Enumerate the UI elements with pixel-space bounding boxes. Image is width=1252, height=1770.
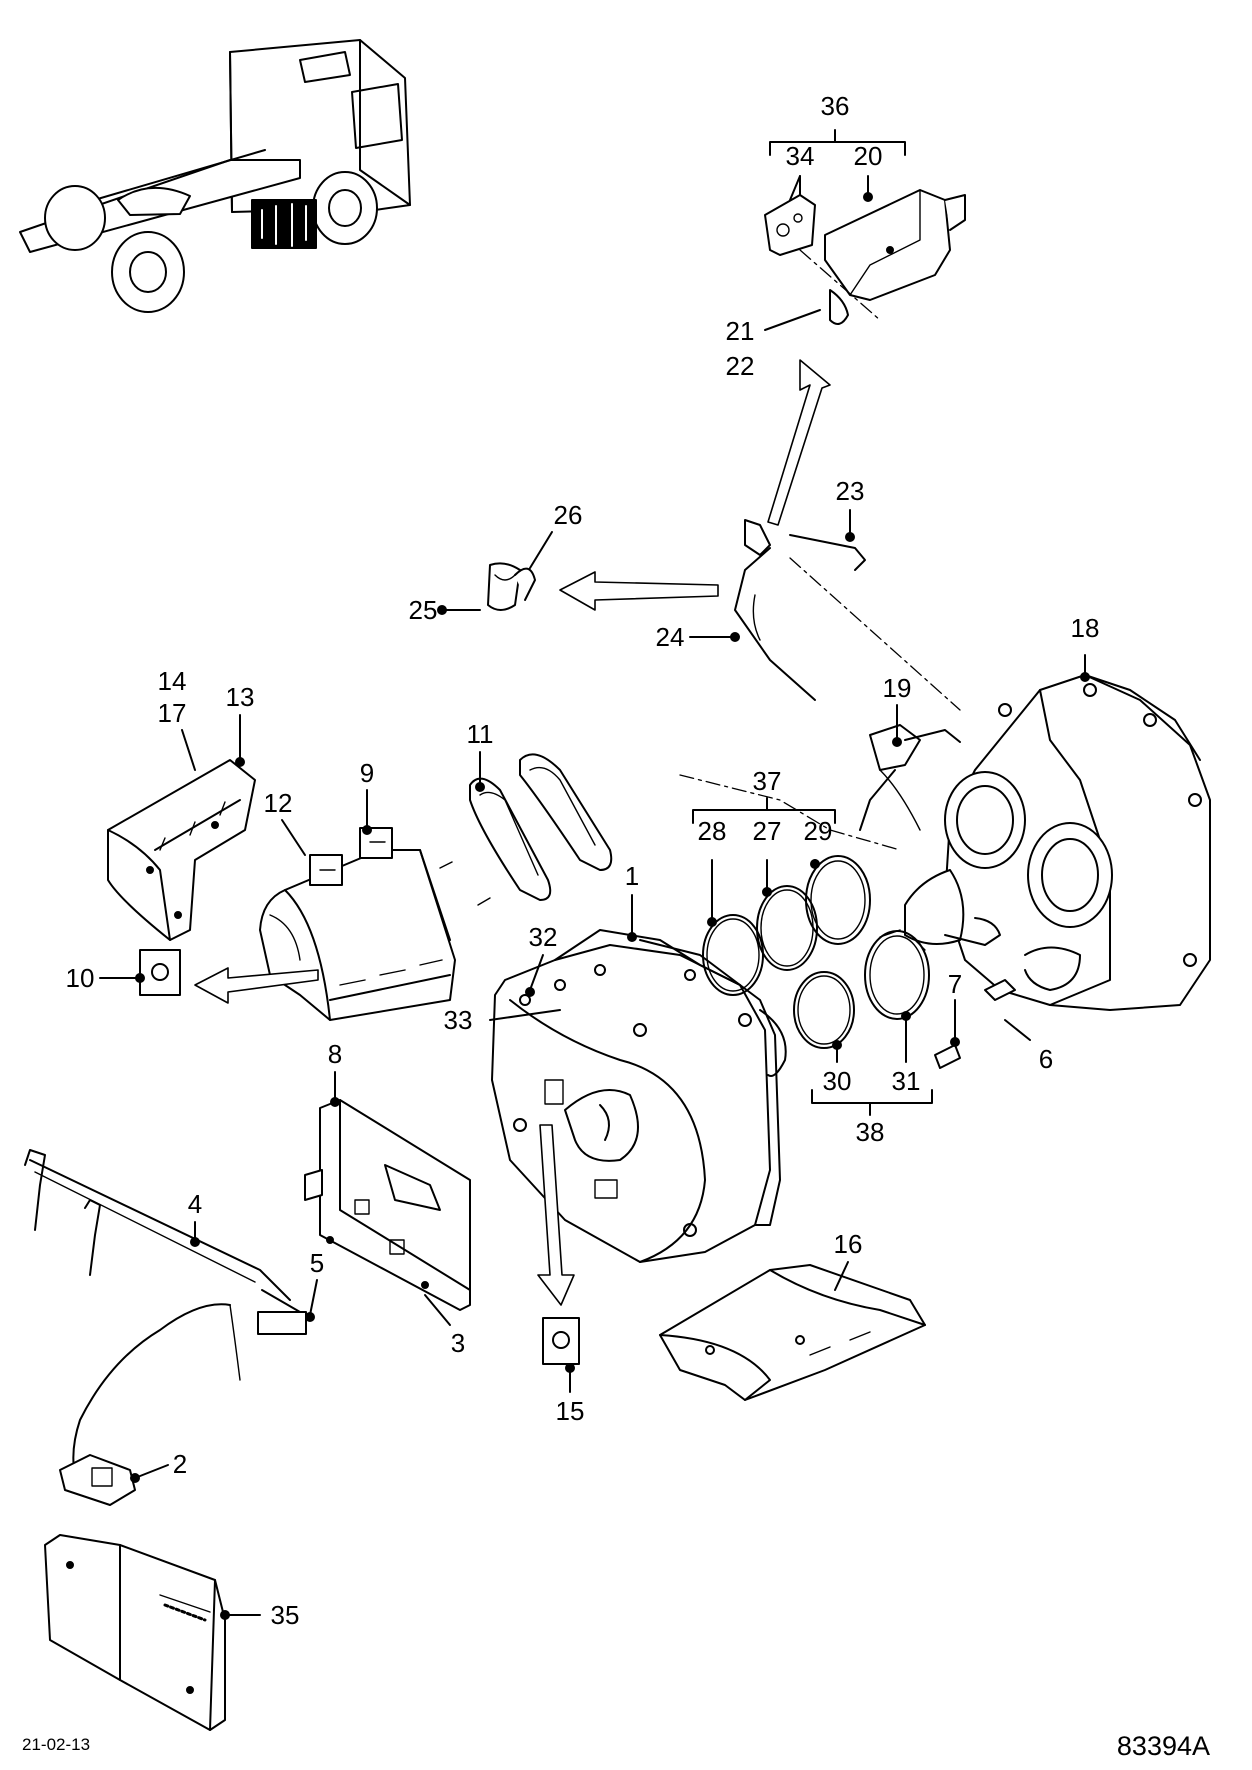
seal-rings: [702, 855, 930, 1049]
callout-30: 30: [823, 1066, 852, 1096]
callout-27: 27: [753, 816, 782, 846]
callout-12: 12: [264, 788, 293, 818]
callout-labels: 36 34 20 21 22 23 26 25 24 18 19 14 17 1…: [66, 91, 1100, 1630]
part-15-clip: [542, 1317, 580, 1365]
callout-5: 5: [310, 1248, 324, 1278]
callout-22: 22: [726, 351, 755, 381]
part-16-bottom-shield: [659, 1264, 926, 1401]
callout-11: 11: [467, 719, 494, 749]
arrow-to-15: [537, 1124, 575, 1306]
callout-2: 2: [173, 1449, 187, 1479]
ring-30: [793, 971, 855, 1049]
callout-1: 1: [625, 861, 639, 891]
callout-37: 37: [753, 766, 782, 796]
part-8-bracket: [304, 1099, 471, 1311]
callout-23: 23: [836, 476, 865, 506]
pointer-arrows: [194, 359, 831, 1306]
leader-dots: [130, 192, 1090, 1620]
callout-31: 31: [892, 1066, 921, 1096]
callout-17: 17: [158, 698, 187, 728]
part-35-cover: [44, 1534, 226, 1731]
callout-10: 10: [66, 963, 95, 993]
callout-9: 9: [360, 758, 374, 788]
arrow-to-10: [194, 967, 319, 1004]
callout-8: 8: [328, 1039, 342, 1069]
part-2-sensor: [59, 1454, 136, 1506]
callout-7: 7: [948, 969, 962, 999]
part-6-7-brackets: [934, 979, 1016, 1069]
callout-20: 20: [854, 141, 883, 171]
callout-36: 36: [821, 91, 850, 121]
leader-lines: [99, 129, 1086, 1616]
footer-date: 21-02-13: [22, 1735, 90, 1754]
arrow-to-36: [767, 359, 831, 526]
callout-25: 25: [409, 595, 438, 625]
callout-24: 24: [656, 622, 685, 652]
part-4-harness: [24, 1149, 307, 1476]
callout-33: 33: [444, 1005, 473, 1035]
footer-reference: 83394A: [1117, 1731, 1210, 1761]
part-18-canister: [904, 674, 1211, 1011]
callout-14: 14: [158, 666, 187, 696]
callout-35: 35: [271, 1600, 300, 1630]
sensor-pipes: [487, 519, 961, 851]
callout-29: 29: [804, 816, 833, 846]
truck-location-thumbnail: [19, 39, 411, 313]
callout-34: 34: [786, 141, 815, 171]
ring-27: [756, 885, 818, 971]
callout-16: 16: [834, 1229, 863, 1259]
callout-38: 38: [856, 1117, 885, 1147]
callout-4: 4: [188, 1189, 202, 1219]
part-36-control-unit: [764, 189, 966, 325]
callout-26: 26: [554, 500, 583, 530]
part-11-gaskets: [469, 753, 613, 901]
callout-15: 15: [556, 1396, 585, 1426]
part-10-clip: [139, 949, 181, 996]
part-13-side-shield: [107, 759, 256, 941]
callout-6: 6: [1039, 1044, 1053, 1074]
callout-21: 21: [726, 316, 755, 346]
callout-28: 28: [698, 816, 727, 846]
callout-19: 19: [883, 673, 912, 703]
callout-18: 18: [1071, 613, 1100, 643]
callout-3: 3: [451, 1328, 465, 1358]
arrow-to-25: [559, 571, 719, 611]
ring-29: [805, 855, 871, 945]
callout-32: 32: [529, 922, 558, 952]
part-1-canister: [491, 929, 787, 1263]
callout-13: 13: [226, 682, 255, 712]
part-12-heat-shield: [259, 827, 491, 1021]
